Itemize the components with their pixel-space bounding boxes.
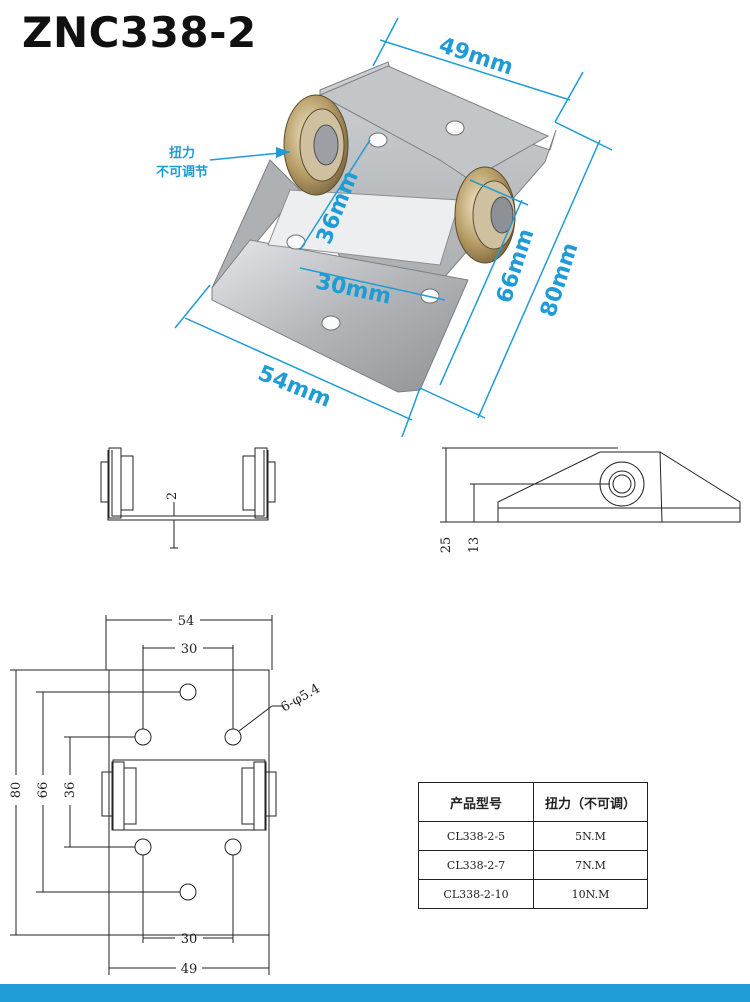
end-dim-13: 13 bbox=[467, 537, 482, 554]
plan-view bbox=[10, 615, 282, 975]
plan-dim-54: 54 bbox=[178, 614, 195, 629]
spec-cell-model: CL338-2-7 bbox=[418, 850, 534, 880]
table-row: CL338-2-5 5N.M bbox=[418, 821, 648, 851]
spec-table-header-row: 产品型号 扭力（不可调） bbox=[418, 782, 648, 822]
plan-hole-3 bbox=[224, 728, 242, 746]
spec-table: 产品型号 扭力（不可调） CL338-2-5 5N.M CL338-2-7 7N… bbox=[418, 782, 648, 909]
plan-hole-spec: 6-φ5.4 bbox=[279, 681, 323, 715]
table-row: CL338-2-10 10N.M bbox=[418, 879, 648, 909]
left-bearing bbox=[283, 94, 349, 196]
side-dim-thickness: 2 bbox=[165, 492, 180, 500]
hinge-hole-2 bbox=[445, 120, 465, 136]
spec-header-torque: 扭力（不可调） bbox=[533, 782, 648, 822]
plan-dim-49: 49 bbox=[181, 962, 198, 977]
plan-dim-80: 80 bbox=[9, 782, 24, 799]
product-title: ZNC338-2 bbox=[22, 8, 257, 57]
photo-dimension-lines bbox=[174, 17, 613, 438]
plan-hole-2 bbox=[134, 728, 152, 746]
hinge-hole-5 bbox=[321, 315, 341, 331]
plan-hole-4 bbox=[134, 838, 152, 856]
end-view bbox=[440, 447, 741, 523]
table-row: CL338-2-7 7N.M bbox=[418, 850, 648, 880]
plan-dim-30-bottom: 30 bbox=[181, 932, 198, 947]
side-view bbox=[100, 447, 276, 549]
right-bearing bbox=[454, 166, 516, 264]
torque-note-line1: 扭力 bbox=[169, 145, 195, 161]
plan-dim-36: 36 bbox=[63, 782, 78, 799]
torque-note-line2: 不可调节 bbox=[156, 164, 208, 180]
plan-hole-5 bbox=[224, 838, 242, 856]
spec-cell-torque: 10N.M bbox=[533, 879, 648, 909]
spec-cell-torque: 5N.M bbox=[533, 821, 648, 851]
photo-dim-80: 80mm bbox=[536, 240, 583, 320]
spec-cell-model: CL338-2-10 bbox=[418, 879, 534, 909]
spec-header-model: 产品型号 bbox=[418, 782, 534, 822]
spec-cell-model: CL338-2-5 bbox=[418, 821, 534, 851]
photo-dim-49: 49mm bbox=[436, 33, 516, 80]
plan-hole-6 bbox=[179, 883, 197, 901]
plan-dim-30-top: 30 bbox=[181, 642, 198, 657]
bottom-accent-bar bbox=[0, 984, 750, 1002]
plan-dim-66: 66 bbox=[36, 782, 51, 799]
photo-dim-54: 54mm bbox=[254, 361, 334, 413]
hinge-illustration bbox=[211, 61, 557, 393]
hinge-hole-1 bbox=[368, 132, 388, 148]
plan-hole-1 bbox=[179, 683, 197, 701]
spec-cell-torque: 7N.M bbox=[533, 850, 648, 880]
end-dim-25: 25 bbox=[439, 537, 454, 554]
